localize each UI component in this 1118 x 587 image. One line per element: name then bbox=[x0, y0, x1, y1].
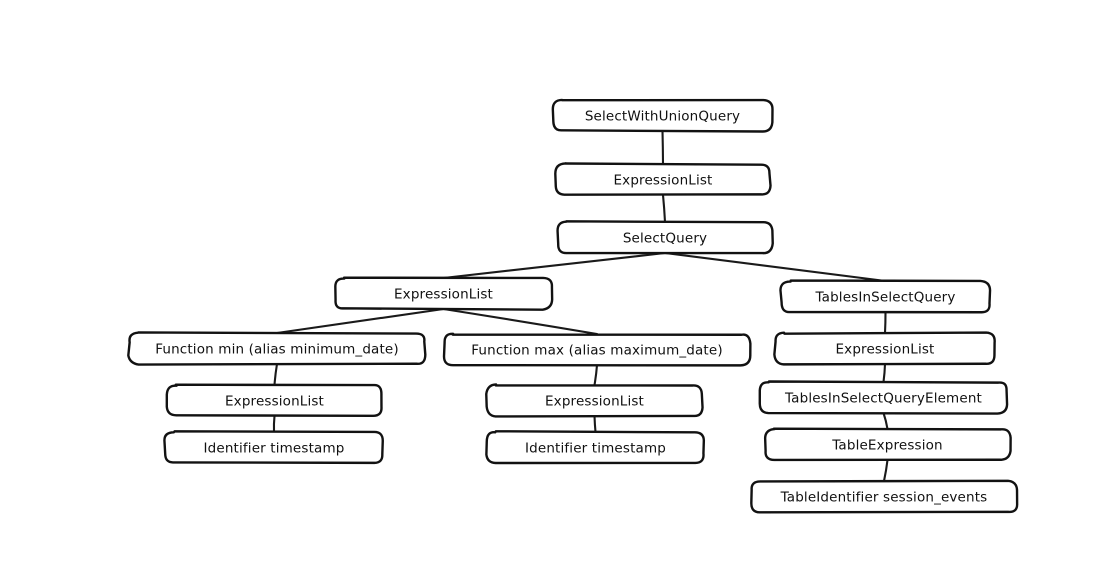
tree-node-label: TablesInSelectQuery bbox=[814, 290, 955, 306]
tree-edge bbox=[442, 251, 667, 280]
tree-node-box bbox=[442, 332, 752, 367]
tree-node[interactable]: ExpressionList bbox=[773, 331, 996, 366]
tree-node[interactable]: ExpressionList bbox=[485, 383, 704, 418]
tree-edge bbox=[882, 458, 889, 483]
tree-node[interactable]: Function max (alias maximum_date) bbox=[442, 332, 752, 367]
tree-node-label: Function max (alias maximum_date) bbox=[471, 343, 722, 359]
tree-node[interactable]: Identifier timestamp bbox=[485, 430, 706, 465]
tree-node-box bbox=[165, 383, 383, 418]
tree-node-label: ExpressionList bbox=[545, 394, 644, 410]
tree-node-box bbox=[763, 427, 1012, 462]
tree-node-box bbox=[750, 479, 1019, 514]
tree-edge bbox=[593, 414, 597, 434]
tree-edge bbox=[275, 307, 445, 335]
tree-node-box bbox=[758, 380, 1009, 415]
tree-node[interactable]: TableIdentifier session_events bbox=[750, 479, 1019, 514]
tree-node-box bbox=[163, 430, 384, 465]
tree-node[interactable]: TableExpression bbox=[763, 427, 1012, 462]
tree-node[interactable]: TablesInSelectQuery bbox=[779, 279, 992, 314]
tree-node-box bbox=[485, 430, 706, 465]
tree-node[interactable]: ExpressionList bbox=[165, 383, 383, 418]
tree-edge bbox=[882, 411, 889, 431]
tree-edge bbox=[661, 129, 665, 166]
tree-edge bbox=[661, 193, 667, 224]
tree-edge bbox=[882, 362, 887, 384]
tree-edge bbox=[272, 414, 276, 434]
tree-node[interactable]: TablesInSelectQueryElement bbox=[758, 380, 1009, 415]
tree-node-box bbox=[556, 220, 774, 255]
tree-node-box bbox=[485, 383, 704, 418]
tree-node-label: ExpressionList bbox=[394, 287, 493, 303]
tree-node[interactable]: ExpressionList bbox=[334, 276, 554, 311]
node-layer: SelectWithUnionQueryExpressionListSelect… bbox=[127, 98, 1019, 514]
tree-node-box bbox=[127, 331, 427, 366]
tree-node-label: Identifier timestamp bbox=[525, 441, 666, 457]
tree-node-label: TableIdentifier session_events bbox=[780, 490, 988, 506]
tree-node[interactable]: SelectWithUnionQuery bbox=[551, 98, 774, 133]
tree-node-label: TablesInSelectQueryElement bbox=[784, 391, 982, 407]
tree-node[interactable]: ExpressionList bbox=[554, 162, 772, 196]
edge-layer bbox=[272, 129, 889, 483]
tree-edge bbox=[663, 251, 887, 283]
tree-edge bbox=[593, 363, 599, 387]
tree-node-label: TableExpression bbox=[831, 438, 942, 454]
tree-node-label: Function min (alias minimum_date) bbox=[155, 342, 399, 358]
tree-edge bbox=[273, 362, 279, 387]
tree-edge bbox=[442, 307, 599, 336]
tree-node-label: SelectQuery bbox=[623, 231, 707, 247]
tree-node-label: ExpressionList bbox=[225, 394, 324, 410]
tree-node-box bbox=[554, 162, 772, 196]
tree-node-box bbox=[551, 98, 774, 133]
tree-node-box bbox=[334, 276, 554, 311]
tree-edge bbox=[883, 310, 887, 335]
tree-node[interactable]: Identifier timestamp bbox=[163, 430, 384, 465]
tree-node-label: ExpressionList bbox=[614, 173, 713, 189]
tree-node-label: ExpressionList bbox=[836, 342, 935, 358]
tree-node-box bbox=[773, 331, 996, 366]
tree-node-label: SelectWithUnionQuery bbox=[585, 109, 740, 125]
tree-node-label: Identifier timestamp bbox=[204, 441, 345, 457]
tree-node[interactable]: Function min (alias minimum_date) bbox=[127, 331, 427, 366]
tree-node[interactable]: SelectQuery bbox=[556, 220, 774, 255]
tree-node-box bbox=[779, 279, 992, 314]
